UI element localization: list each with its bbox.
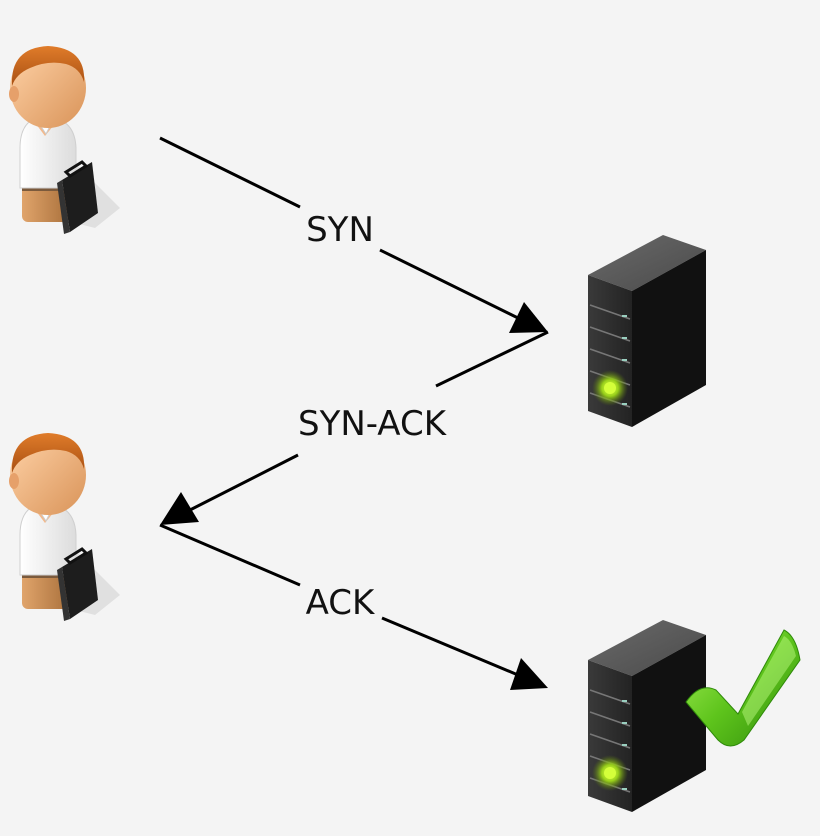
ack-arrow — [159, 523, 548, 690]
syn-label: SYN — [306, 210, 374, 250]
syn-ack-arrow — [160, 330, 549, 525]
syn-arrow — [159, 136, 548, 333]
success-check-icon — [685, 629, 801, 747]
ack-label: ACK — [306, 583, 376, 623]
server-icon-top — [587, 234, 707, 428]
syn-ack-label: SYN-ACK — [298, 404, 448, 444]
server-icon-bottom — [587, 619, 707, 813]
client-icon-bottom — [7, 431, 122, 623]
client-icon-top — [7, 44, 122, 236]
